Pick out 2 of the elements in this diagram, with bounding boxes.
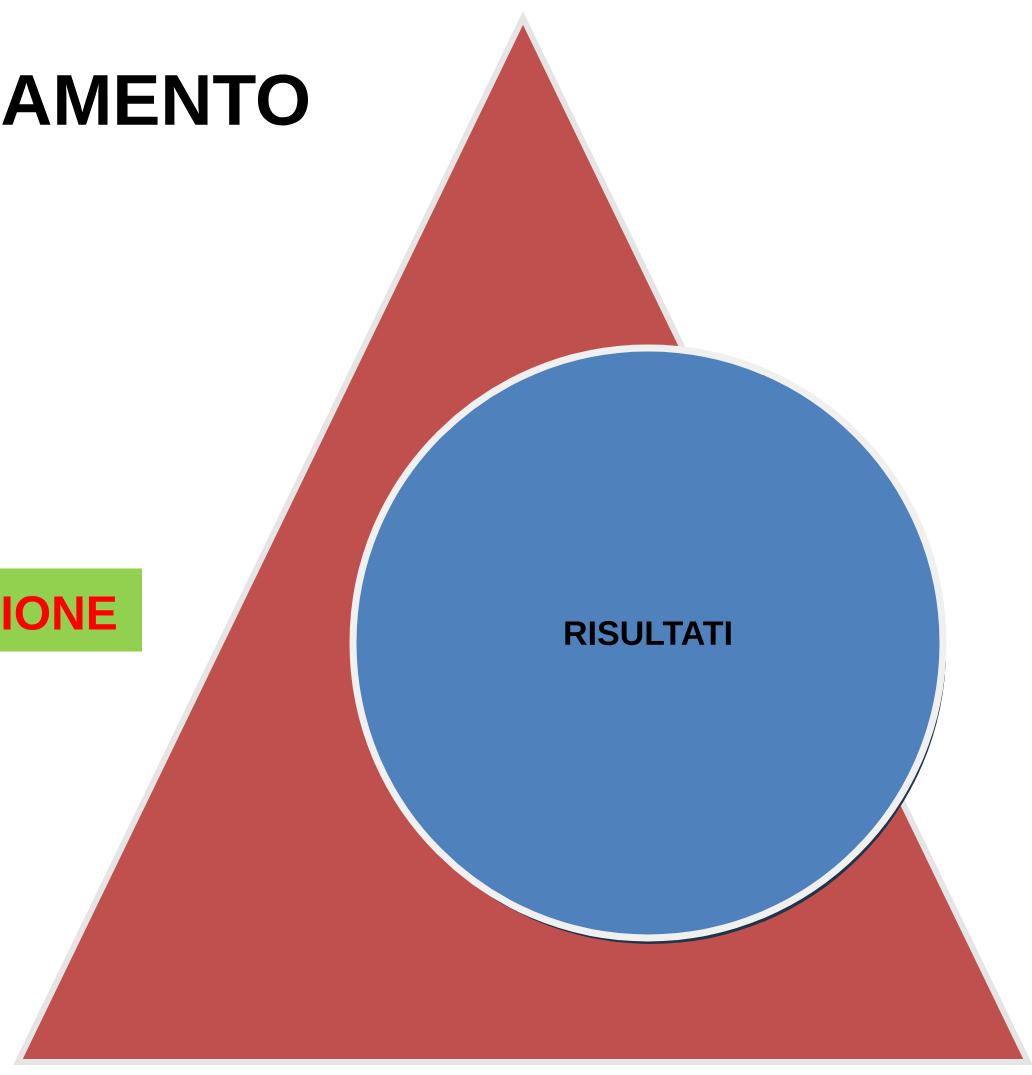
label-box: IONE [0,568,142,652]
title: AMENTO [2,74,309,126]
